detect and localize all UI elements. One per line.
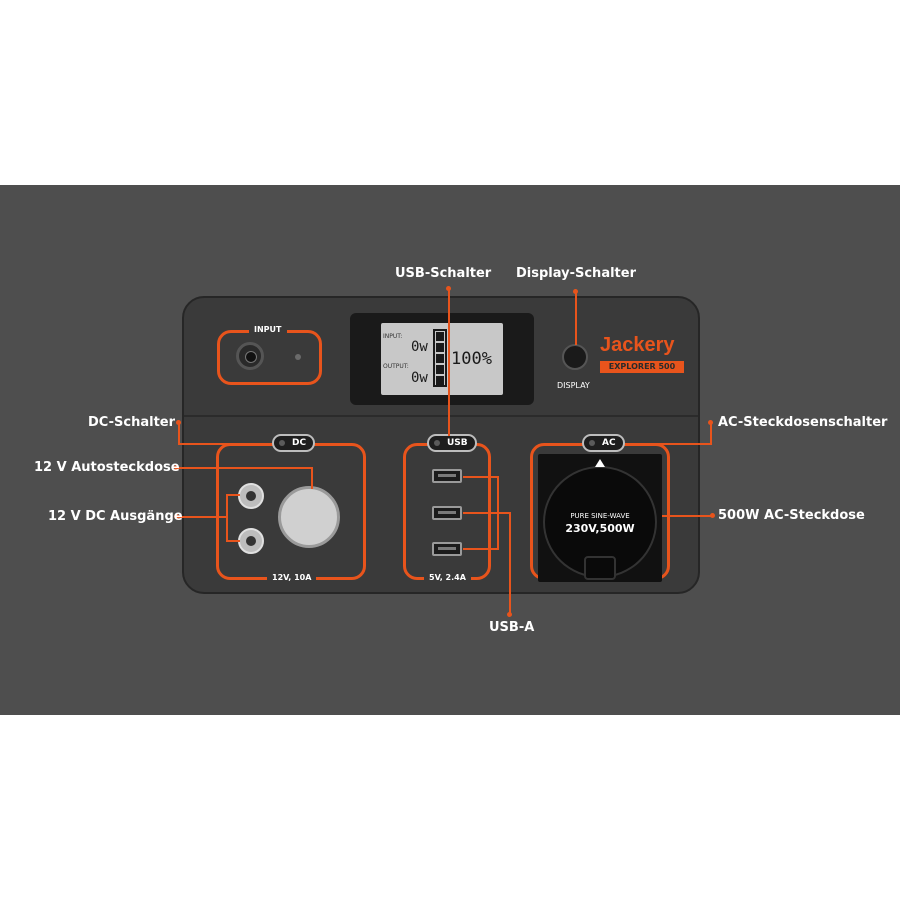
socket-latch (584, 556, 616, 580)
ac-switch-callout (710, 422, 712, 444)
car-socket-label-callout: 12 V Autosteckdose (34, 460, 180, 475)
usb-port-icon (432, 469, 462, 483)
callout-dot (174, 465, 179, 470)
lcd-input-value: 0w (411, 339, 428, 355)
ac-switch-callout (630, 443, 712, 445)
callout-dot (710, 513, 715, 518)
ac-spec-line-2: 230V,500W (565, 522, 635, 535)
dc-switch-callout (178, 422, 180, 444)
usb-a-callout (463, 512, 511, 514)
car-socket-icon (278, 486, 340, 548)
lcd-input-label: INPUT: (383, 333, 403, 340)
usb-rating: 5V, 2.4A (424, 573, 471, 583)
panel-divider (184, 415, 698, 417)
dc-switch-callout (178, 443, 272, 445)
car-socket-callout (176, 467, 313, 469)
callout-dot (176, 420, 181, 425)
lcd-display: INPUT: OUTPUT: 0w 0w 100% (350, 313, 534, 405)
display-switch-callout (575, 291, 577, 345)
model-badge: EXPLORER 500 (600, 361, 684, 373)
display-button[interactable] (562, 344, 588, 370)
dc-outputs-callout (176, 516, 228, 518)
callout-dot (573, 289, 578, 294)
display-switch-label-callout: Display-Schalter (516, 266, 636, 281)
usb-a-label-callout: USB-A (489, 620, 535, 635)
callout-dot (507, 612, 512, 617)
input-frame (217, 330, 322, 385)
car-socket-callout (311, 467, 313, 489)
usb-a-callout (463, 548, 499, 550)
dc-switch-button[interactable]: DC (272, 434, 316, 452)
usb-switch-label-callout: USB-Schalter (395, 266, 492, 281)
callout-dot (708, 420, 713, 425)
dc-outputs-callout (226, 540, 240, 542)
usb-switch-label: USB (447, 438, 468, 448)
ac-socket-label-callout: 500W AC-Steckdose (718, 508, 865, 523)
input-led (295, 354, 301, 360)
lcd-screen: INPUT: OUTPUT: 0w 0w 100% (381, 323, 503, 395)
callout-dot (446, 286, 451, 291)
ac-socket-panel: PURE SINE-WAVE 230V,500W (538, 454, 662, 582)
input-label: INPUT (249, 325, 287, 335)
usb-port-icon (432, 542, 462, 556)
dc-outputs-callout (226, 494, 240, 496)
usb-port-icon (432, 506, 462, 520)
socket-arrow-icon (595, 459, 605, 467)
dc-outputs-label-callout: 12 V DC Ausgänge (48, 509, 183, 524)
lcd-output-label: OUTPUT: (383, 363, 409, 370)
usb-a-callout (509, 512, 511, 614)
callout-dot (174, 514, 179, 519)
dc-rating: 12V, 10A (267, 573, 317, 583)
display-button-label: DISPLAY (557, 381, 590, 390)
usb-switch-button[interactable]: USB (427, 434, 477, 452)
dc-outputs-callout (226, 494, 228, 542)
ac-spec-line-1: PURE SINE-WAVE (570, 512, 630, 520)
lcd-output-value: 0w (411, 370, 428, 386)
dc-switch-label-callout: DC-Schalter (88, 415, 176, 430)
brand-logo: Jackery (600, 334, 675, 356)
ac-switch-label: AC (602, 438, 616, 448)
ac-switch-button[interactable]: AC (582, 434, 625, 452)
lcd-battery-percent: 100% (451, 349, 492, 369)
usb-a-callout (463, 476, 499, 478)
ac-socket-callout (662, 515, 712, 517)
dc-port-icon (238, 483, 264, 509)
usb-switch-callout (448, 288, 450, 436)
battery-icon (433, 329, 447, 387)
dc-port-icon (238, 528, 264, 554)
ac-switch-label-callout: AC-Steckdosenschalter (718, 415, 888, 430)
input-port-icon (236, 342, 264, 370)
dc-switch-label: DC (292, 438, 307, 448)
